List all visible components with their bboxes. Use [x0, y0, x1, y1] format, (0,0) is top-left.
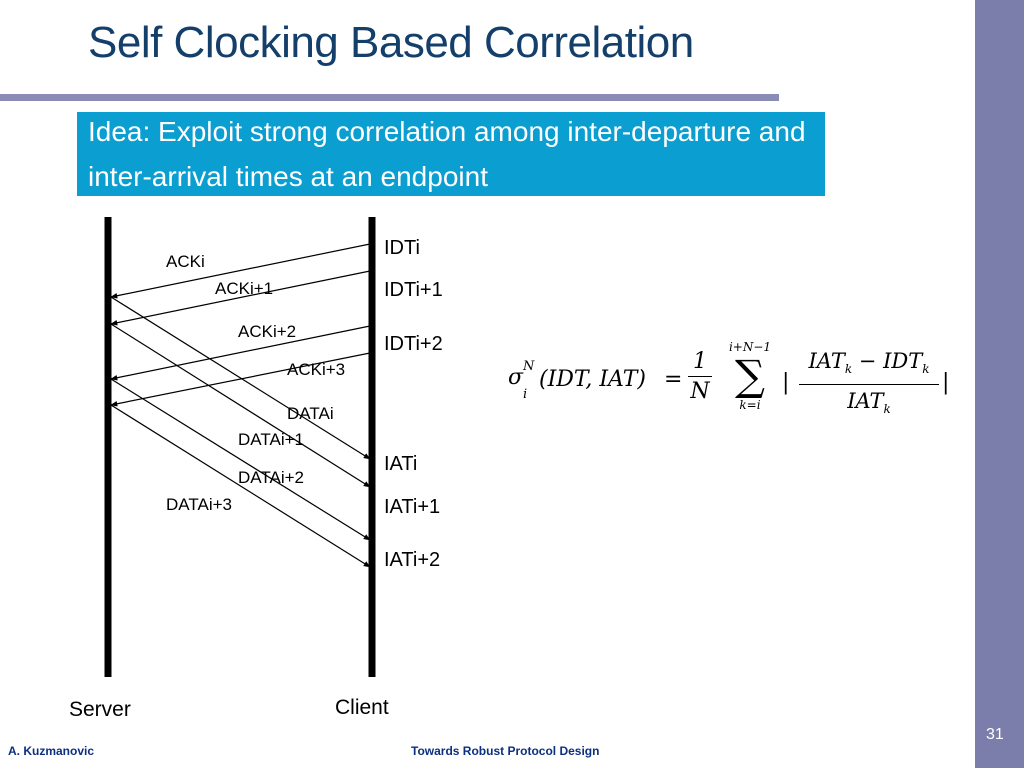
- data-label-2: DATAi+2: [238, 468, 304, 487]
- ack-label-1: ACKi+1: [215, 279, 273, 298]
- formula-abs-right: |: [942, 370, 950, 395]
- formula-ratio: IATk − IDTk IATk: [799, 346, 939, 425]
- formula-abs-left: |: [782, 370, 790, 395]
- data-label-0: DATAi: [287, 404, 334, 423]
- iat-label-2: IATi+2: [384, 549, 440, 571]
- iat-label-1: IATi+1: [384, 496, 440, 518]
- iat-label-0: IATi: [384, 453, 417, 475]
- formula-summation: i+N−1 ∑ k=i: [728, 340, 772, 412]
- formula-equals: =: [664, 367, 683, 392]
- formula-sigma: σ N i: [508, 359, 535, 402]
- server-label: Server: [69, 698, 131, 721]
- footer-talk-title: Towards Robust Protocol Design: [411, 744, 600, 758]
- data-label-3: DATAi+3: [166, 495, 232, 514]
- idea-box: [77, 112, 825, 196]
- page-number: 31: [986, 726, 1004, 743]
- idt-label-0: IDTi: [384, 237, 420, 259]
- idt-label-2: IDTi+2: [384, 333, 443, 355]
- footer-author: A. Kuzmanovic: [8, 744, 95, 758]
- data-label-1: DATAi+1: [238, 430, 304, 449]
- ack-label-3: ACKi+3: [287, 360, 345, 379]
- formula-args: (IDT, IAT): [539, 367, 646, 392]
- side-bar: [975, 0, 1024, 768]
- title-rule: [0, 94, 779, 101]
- ack-label-0: ACKi: [166, 252, 205, 271]
- slide-title: Self Clocking Based Correlation: [88, 18, 694, 67]
- idt-label-1: IDTi+1: [384, 279, 443, 301]
- data-arrow-3: [110, 404, 371, 568]
- ack-label-2: ACKi+2: [238, 322, 296, 341]
- data-arrow-2: [110, 378, 371, 541]
- correlation-formula: σ N i (IDT, IAT) = 1 N i+N−1 ∑ k=i | IAT…: [505, 340, 955, 428]
- ack-arrow-0: [110, 243, 371, 299]
- ack-arrow-3: [110, 352, 371, 407]
- data-arrow-1: [110, 323, 371, 488]
- client-label: Client: [335, 696, 389, 719]
- idea-text: Idea: Exploit strong correlation among i…: [88, 116, 806, 192]
- formula-one-over-n: 1 N: [688, 348, 712, 407]
- data-arrow-0: [110, 296, 371, 460]
- ack-arrow-1: [110, 270, 371, 326]
- ack-arrow-2: [110, 325, 371, 381]
